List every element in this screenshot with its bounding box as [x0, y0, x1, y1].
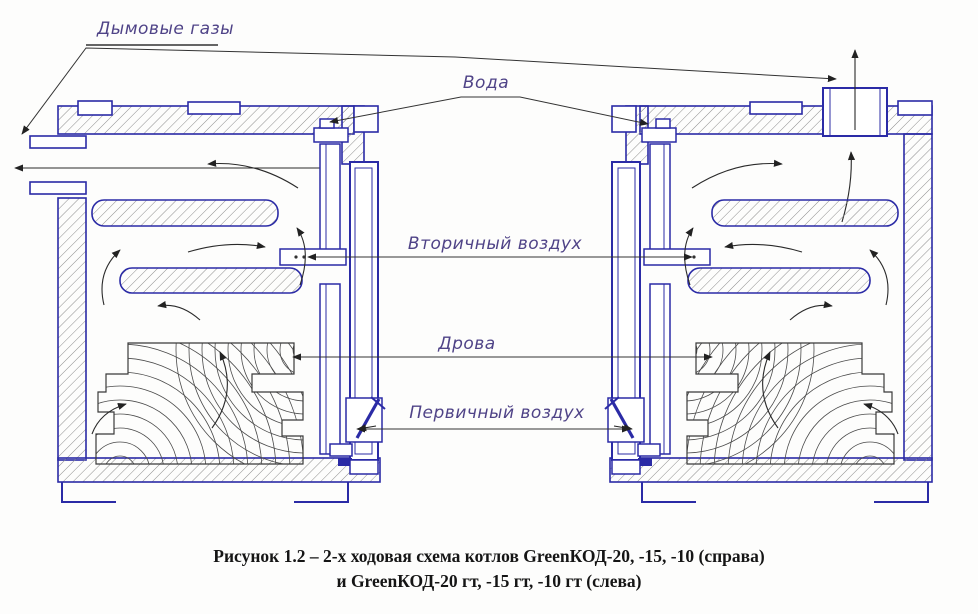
door-assembly [279, 118, 386, 475]
left-baffle-upper [91, 199, 279, 227]
callouts: Дымовые газы Вода Вторичный воздух Дрова… [21, 19, 837, 433]
left-baffle-lower [119, 267, 303, 294]
caption-line-2: и GreenКОД-20 гт, -15 гт, -10 гт (слева) [336, 571, 642, 591]
flow-arrows [91, 159, 306, 435]
right-baffle-lower [687, 267, 871, 294]
left-boiler [14, 100, 386, 503]
right-boiler-leg-right [874, 482, 929, 503]
figure-caption: Рисунок 1.2 – 2-х ходовая схема котлов G… [0, 544, 978, 594]
flue-pipe [29, 135, 87, 195]
caption-line-1: Рисунок 1.2 – 2-х ходовая схема котлов G… [213, 546, 765, 566]
right-baffle-upper [711, 199, 899, 227]
label-flue-gases: Дымовые газы [96, 19, 234, 39]
label-secondary-air: Вторичный воздух [408, 234, 583, 254]
left-boiler-leg-right [294, 482, 349, 503]
water-leader [329, 96, 649, 126]
label-firewood: Дрова [437, 334, 495, 354]
label-water: Вода [463, 73, 509, 93]
right-boiler [556, 49, 978, 540]
label-primary-air: Первичный воздух [409, 403, 585, 423]
right-boiler-leg-left [641, 482, 696, 503]
left-boiler-leg-left [61, 482, 116, 503]
flue-gases-leader [21, 47, 837, 135]
boiler-diagram: Дымовые газы Вода Вторичный воздух Дрова… [14, 19, 978, 540]
